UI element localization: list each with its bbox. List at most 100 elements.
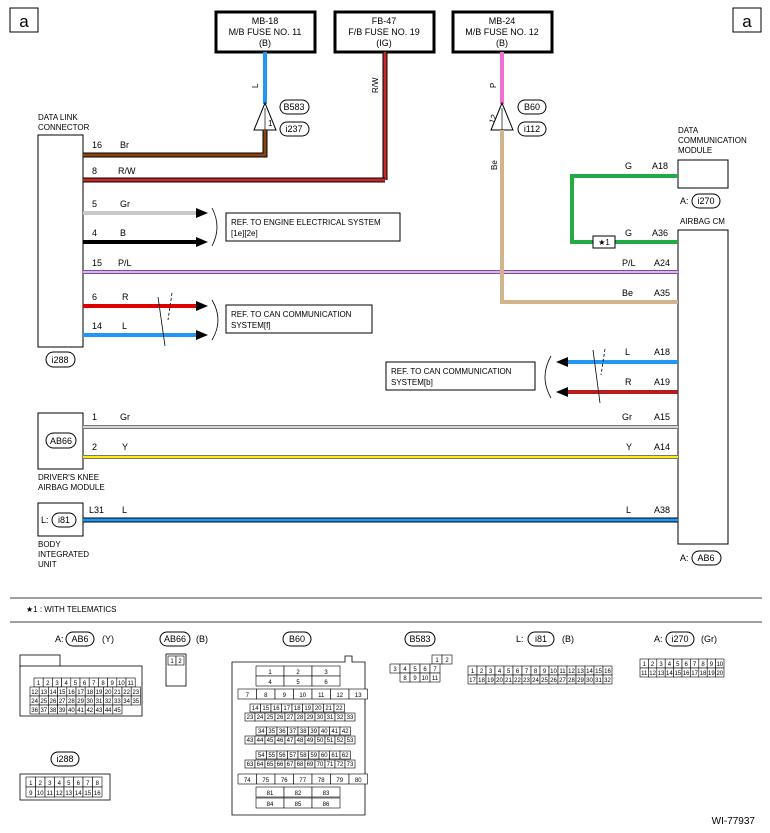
pin-label: 16: [683, 671, 690, 677]
component-label: COMMUNICATION: [678, 136, 747, 145]
pin-label: 12: [336, 693, 343, 699]
pin-label: 10: [37, 791, 44, 797]
engine-ref-callout: REF. TO ENGINE ELECTRICAL SYSTEM [1e][2e…: [211, 207, 401, 247]
pin-number: A19: [654, 377, 670, 387]
component-label: AIRBAG MODULE: [38, 483, 105, 492]
wire-code: Y: [122, 442, 128, 452]
pin-label: 58: [300, 753, 307, 759]
pin-label: 47: [287, 738, 294, 744]
component-label: DATA: [678, 126, 699, 135]
pin-label: 75: [262, 778, 269, 784]
pin-label: 27: [559, 678, 566, 684]
pin-label: 66: [277, 762, 284, 768]
wire-4-b: 4 B: [83, 228, 208, 247]
wire-code: G: [625, 161, 632, 171]
pin-cell: [311, 786, 341, 798]
pin-label: 82: [295, 791, 302, 797]
pin-label: 72: [337, 762, 344, 768]
component-label: BODY: [38, 540, 61, 549]
pin-label: 59: [310, 753, 317, 759]
fuse-name: M/B FUSE NO. 12: [465, 27, 539, 37]
wire-code: L: [625, 347, 630, 357]
pin-label: 69: [307, 762, 314, 768]
pin-label: 6: [516, 669, 520, 675]
telematics-note: ★1 : WITH TELEMATICS: [26, 605, 116, 614]
pin-label: 71: [327, 762, 334, 768]
pin-label: 80: [355, 778, 362, 784]
pin-label: 3: [324, 670, 328, 676]
pin-label: 36: [279, 729, 286, 735]
wire-mb18: L: [251, 52, 267, 104]
wire-code: R/W: [118, 166, 136, 176]
connector-code: i270: [671, 634, 688, 644]
wire-a19-r: R A19: [556, 348, 678, 404]
pin-label: 56: [279, 753, 286, 759]
page-label-right: a: [742, 12, 752, 31]
pin-label: 9: [413, 676, 417, 682]
pin-label: 10: [118, 681, 125, 687]
wire-code: Y: [626, 442, 632, 452]
pin-label: 6: [423, 667, 427, 673]
fuse-power: (B): [259, 38, 271, 48]
component-label: MODULE: [678, 146, 712, 155]
pin-label: 24: [257, 715, 264, 721]
joint-code: i237: [285, 124, 302, 134]
pin-number: 16: [92, 140, 102, 150]
ref-text: REF. TO ENGINE ELECTRICAL SYSTEM: [231, 218, 381, 227]
component-label: INTEGRATED: [38, 550, 89, 559]
pin-label: 14: [50, 690, 57, 696]
pin-label: 20: [496, 678, 503, 684]
wire-15-pl: 15 P/L P/L A24: [83, 258, 678, 274]
wire-code: P: [489, 83, 498, 88]
pin-label: 3: [48, 781, 52, 787]
pin-label: 17: [691, 671, 698, 677]
pin-label: 19: [487, 678, 494, 684]
pin-number: A24: [654, 258, 670, 268]
joint-pin: 1: [268, 119, 273, 128]
airbag-control-module: AIRBAG CM A: AB6: [677, 217, 729, 566]
pin-label: 29: [307, 715, 314, 721]
pin-label: 38: [300, 729, 307, 735]
connector-code: AB66: [50, 436, 72, 446]
connector-code: B60: [289, 634, 305, 644]
pin-label: 65: [267, 762, 274, 768]
pin-label: 40: [321, 729, 328, 735]
ref-text: SYSTEM[f]: [231, 321, 271, 330]
pin-label: 84: [267, 802, 274, 808]
pin-label: 22: [123, 690, 130, 696]
pin-label: 12: [649, 671, 656, 677]
pin-label: 1: [170, 659, 174, 665]
wire-code: R: [122, 292, 129, 302]
pin-label: 86: [323, 802, 330, 808]
pin-label: 13: [355, 693, 362, 699]
pin-number: A35: [654, 288, 670, 298]
pin-label: 34: [123, 699, 130, 705]
pin-label: 27: [59, 699, 66, 705]
pin-label: 43: [247, 738, 254, 744]
pin-label: 20: [105, 690, 112, 696]
connector-code: i288: [56, 754, 73, 764]
fuse-box-mb18: MB-18 M/B FUSE NO. 11 (B): [214, 10, 317, 54]
wire-code: Gr: [120, 199, 130, 209]
pin-label: 35: [132, 699, 139, 705]
pin-label: 32: [604, 678, 611, 684]
data-communication-module: DATA COMMUNICATION MODULE A: i270: [677, 126, 747, 209]
ref-text: REF. TO CAN COMMUNICATION: [391, 367, 512, 376]
pin-label: 17: [469, 678, 476, 684]
pin-label: 12: [568, 669, 575, 675]
pin-label: 17: [283, 706, 290, 712]
component-label: DRIVER'S KNEE: [38, 473, 99, 482]
wire-8-rw: 8 R/W: [83, 166, 385, 183]
pin-label: 5: [676, 662, 680, 668]
pin-label: 36: [31, 708, 38, 714]
pin-label: 29: [77, 699, 84, 705]
pin-label: 60: [321, 753, 328, 759]
pin-cell: [344, 759, 356, 769]
pin-label: 3: [659, 662, 663, 668]
pin-label: 17: [77, 690, 84, 696]
pin-label: 2: [480, 669, 484, 675]
wire-code: R: [625, 377, 632, 387]
pin-label: 61: [331, 753, 338, 759]
pin-label: 6: [324, 680, 328, 686]
